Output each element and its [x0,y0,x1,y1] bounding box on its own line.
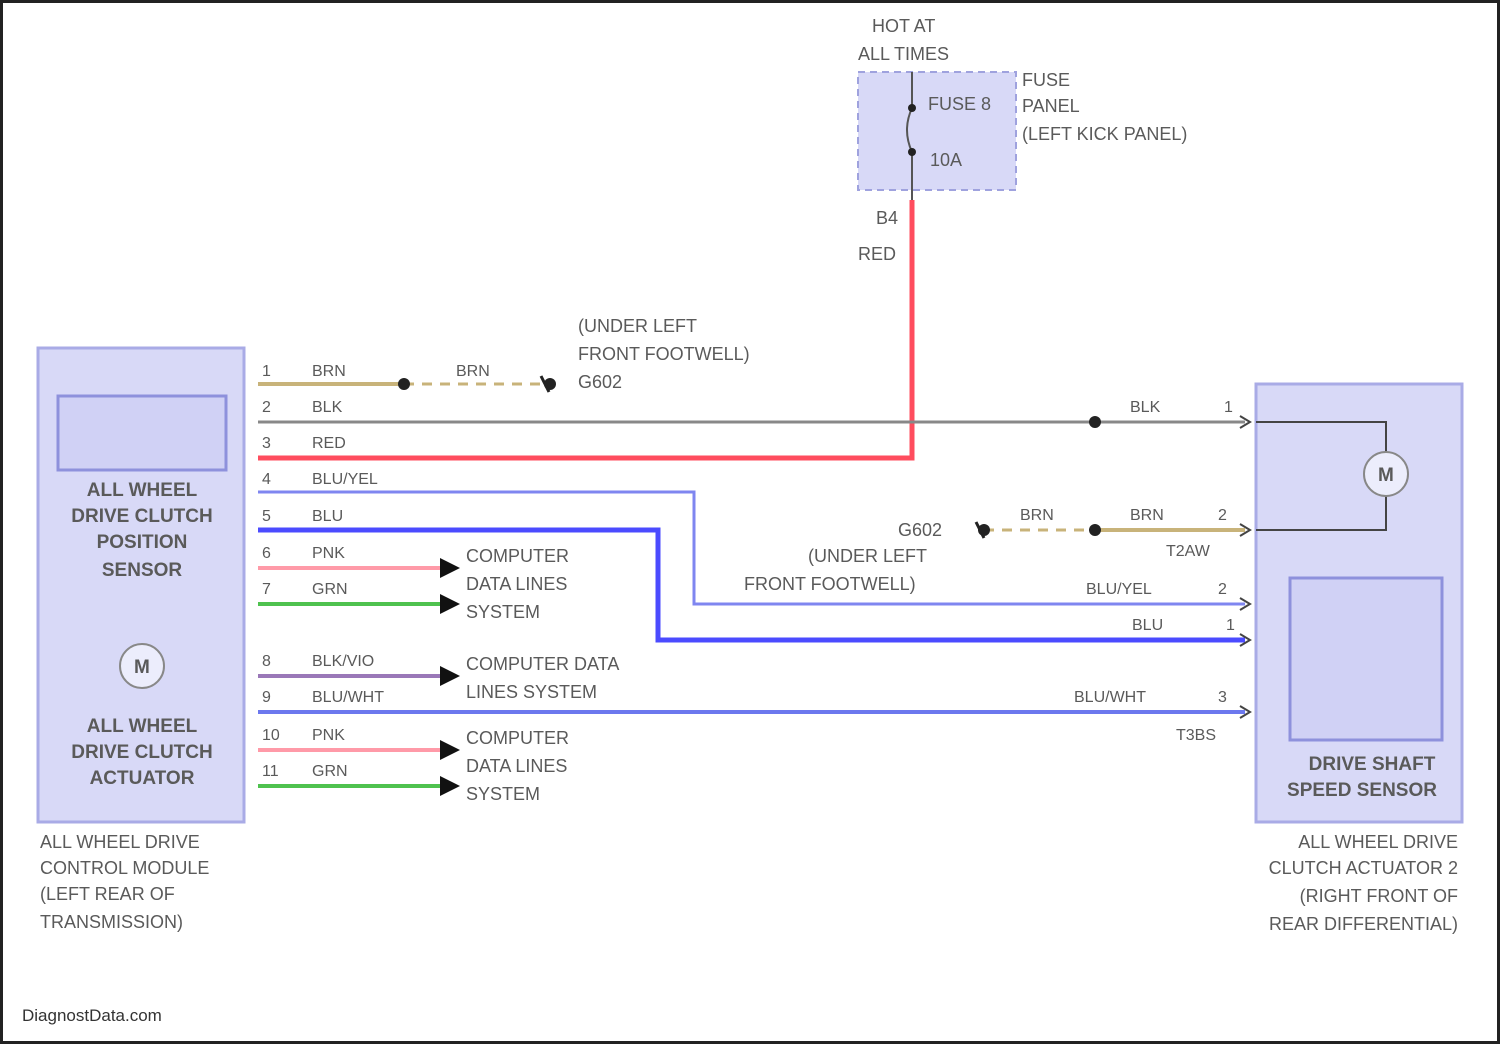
fuse-wire-color: RED [858,244,896,264]
ground-mid-line-2: FRONT FOOTWELL) [744,574,916,594]
connector-label: T3BS [1176,727,1216,744]
left-caption-4: TRANSMISSION) [40,912,183,932]
pin-label: 1 [1226,617,1235,634]
data-group1-line-2: DATA LINES [466,574,567,594]
ground-top-id: G602 [578,372,622,392]
pin-color: BLU [1132,617,1163,634]
pin-label: 10 [262,727,280,744]
pin-label: 1 [262,363,271,380]
data-group3-line-2: DATA LINES [466,756,567,776]
left-sensor-line-4: SENSOR [102,560,183,581]
left-control-module: M ALL WHEEL DRIVE CLUTCH POSITION SENSOR… [38,348,244,932]
footer-watermark: DiagnostData.com [22,1006,162,1026]
right-pin-labels: BLK 1 BRN 2 T2AW BLU/YEL 2 BLU 1 BLU/WHT… [1074,399,1235,744]
pin-color: BRN [1130,507,1164,524]
left-sensor-line-3: POSITION [97,532,188,553]
data-group1-line-3: SYSTEM [466,602,540,622]
hot-label-2: ALL TIMES [858,44,949,64]
pin-color: BLU [312,508,343,525]
pin-color: BLU/WHT [1074,689,1146,706]
splice-mid-color: BRN [1020,507,1054,524]
pin-color: PNK [312,545,345,562]
pin-color: RED [312,435,346,452]
left-caption-3: (LEFT REAR OF [40,884,175,904]
right-connector-terminals [1240,416,1250,718]
pin-label: 9 [262,689,271,706]
pin-label: 8 [262,653,271,670]
ground-top-line-1: (UNDER LEFT [578,316,697,336]
ground-mid-id: G602 [898,520,942,540]
ground-top-line-2: FRONT FOOTWELL) [578,344,750,364]
right-caption-3: (RIGHT FRONT OF [1300,886,1458,906]
pin-color: PNK [312,727,345,744]
pin-label: 3 [262,435,271,452]
right-caption-4: REAR DIFFERENTIAL) [1269,914,1458,934]
splice-blk [1089,416,1101,428]
right-caption-1: ALL WHEEL DRIVE [1298,832,1458,852]
data-group3-line-3: SYSTEM [466,784,540,804]
pin-label: 2 [1218,581,1227,598]
left-pin-labels: 1 BRN 2 BLK 3 RED 4 BLU/YEL 5 BLU 6 PNK … [262,363,384,780]
pin-label: 2 [1218,507,1227,524]
left-sensor-line-1: ALL WHEEL [87,480,198,501]
pin-color: BLK [1130,399,1161,416]
fuse-label: FUSE 8 [928,94,991,114]
right-motor-symbol: M [1378,465,1394,486]
panel-label-2: PANEL [1022,96,1080,116]
data-group3-line-1: COMPUTER [466,728,569,748]
pin-label: 4 [262,471,271,488]
pin-color: GRN [312,763,348,780]
left-caption-1: ALL WHEEL DRIVE [40,832,200,852]
data-line-labels: COMPUTER DATA LINES SYSTEM COMPUTER DATA… [466,546,619,804]
pin-color: BLU/YEL [312,471,378,488]
pin-label: 6 [262,545,271,562]
ground-note-mid: G602 BRN (UNDER LEFT FRONT FOOTWELL) [744,507,1054,594]
pin-color: BLK [312,399,343,416]
pin-label: 1 [1224,399,1233,416]
fuse-panel: HOT AT ALL TIMES FUSE 8 10A FUSE PANEL (… [858,16,1187,264]
left-actuator-line-1: ALL WHEEL [87,716,198,737]
left-actuator-line-3: ACTUATOR [90,768,195,789]
right-actuator-module: M DRIVE SHAFT SPEED SENSOR ALL WHEEL DRI… [1256,384,1462,934]
fuse-terminal: B4 [876,208,898,228]
pin-label: 11 [262,763,279,780]
ground-mid-line-1: (UNDER LEFT [808,546,927,566]
pin-color: BLU/WHT [312,689,384,706]
right-caption-2: CLUTCH ACTUATOR 2 [1269,858,1458,878]
data-group2-line-1: COMPUTER DATA [466,654,619,674]
panel-label-3: (LEFT KICK PANEL) [1022,124,1187,144]
data-group1-line-1: COMPUTER [466,546,569,566]
left-actuator-line-2: DRIVE CLUTCH [71,742,212,763]
left-sensor-line-2: DRIVE CLUTCH [71,506,212,527]
pin-color: BLK/VIO [312,653,374,670]
pin-color: BLU/YEL [1086,581,1152,598]
panel-label-1: FUSE [1022,70,1070,90]
pin-color: BRN [312,363,346,380]
wires [258,200,1245,796]
pin-label: 5 [262,508,271,525]
connector-label: T2AW [1166,543,1211,560]
left-caption-2: CONTROL MODULE [40,858,209,878]
fuse-amps: 10A [930,150,962,170]
splice-top-color: BRN [456,363,490,380]
right-sensor-line-1: DRIVE SHAFT [1309,754,1436,775]
data-group2-line-2: LINES SYSTEM [466,682,597,702]
left-motor-symbol: M [134,657,150,678]
pin-label: 7 [262,581,271,598]
ground-note-top: BRN (UNDER LEFT FRONT FOOTWELL) G602 [456,316,750,392]
pin-color: GRN [312,581,348,598]
hot-label-1: HOT AT [872,16,935,36]
right-sensor-line-2: SPEED SENSOR [1287,780,1437,801]
pin-label: 2 [262,399,271,416]
pin-label: 3 [1218,689,1227,706]
